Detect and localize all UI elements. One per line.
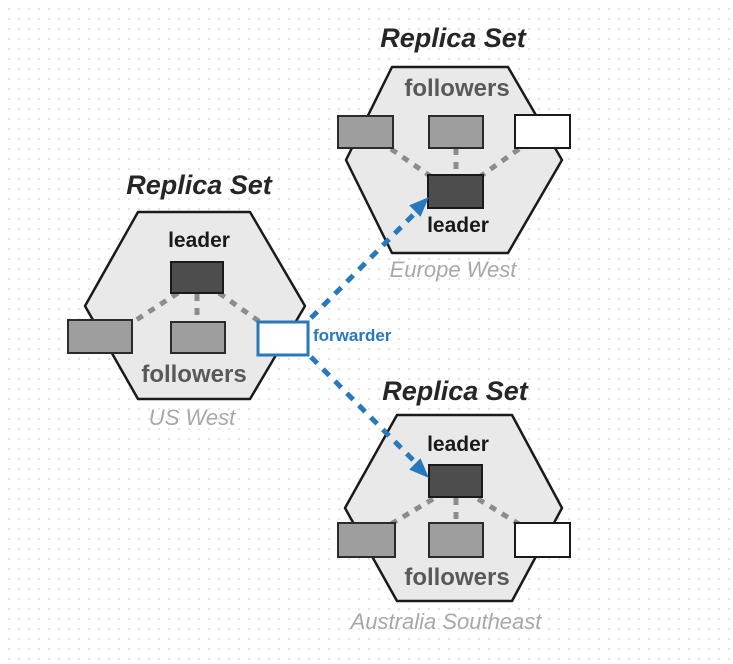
- europe-west-hexagon: [344, 65, 564, 255]
- region-label-europe-west: Europe West: [389, 257, 517, 282]
- europe-west-follower-node-center: [428, 115, 484, 149]
- forwarder-node: [256, 320, 310, 357]
- australia-follower-node-right: [514, 522, 571, 558]
- followers-label-europe-west: followers: [404, 75, 510, 102]
- australia-southeast-hexagon: [343, 413, 564, 603]
- followers-label-us-west: followers: [141, 361, 247, 388]
- leader-label-us-west: leader: [168, 229, 230, 252]
- region-label-australia: Australia Southeast: [350, 609, 542, 634]
- us-west-link-leader-left: [131, 290, 180, 325]
- europe-west-link-left-leader: [389, 146, 435, 181]
- australia-follower-node-left: [337, 522, 396, 558]
- australia-leader-node: [428, 464, 483, 498]
- us-west-follower-node-center: [170, 321, 226, 354]
- europe-west-follower-node-right: [514, 114, 571, 149]
- europe-west-leader-node: [427, 174, 484, 209]
- leader-label-australia: leader: [427, 433, 489, 456]
- replica-set-title-europe-west: Replica Set: [380, 23, 526, 53]
- australia-follower-node-center: [428, 522, 484, 558]
- replica-set-title-australia: Replica Set: [382, 376, 528, 406]
- leader-label-europe-west: leader: [427, 214, 489, 237]
- us-west-leader-node: [170, 261, 224, 294]
- forward-arrow-to-europe-west: [309, 210, 418, 320]
- us-west-follower-node-left: [67, 319, 133, 354]
- replica-set-title-us-west: Replica Set: [126, 170, 272, 200]
- followers-label-australia: followers: [404, 564, 510, 591]
- europe-west-follower-node-left: [337, 115, 394, 149]
- us-west-hexagon: [83, 210, 307, 401]
- forward-arrowhead-europe-west: [409, 197, 429, 217]
- forward-arrow-to-australia: [309, 355, 418, 465]
- region-label-us-west: US West: [148, 405, 236, 430]
- forwarder-label: forwarder: [313, 326, 392, 345]
- forward-arrowhead-australia: [409, 458, 429, 478]
